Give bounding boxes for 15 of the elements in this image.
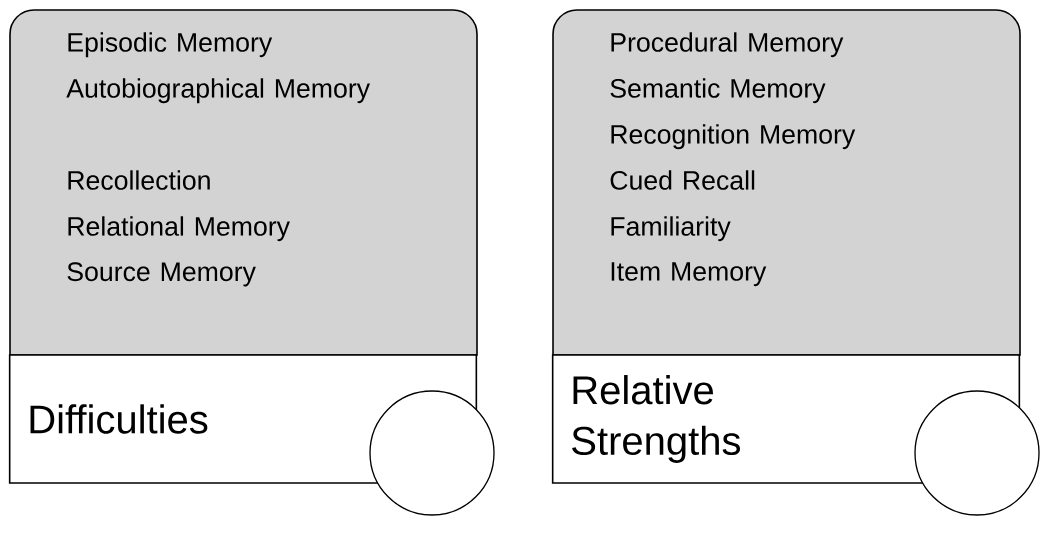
list-item: Item Memory xyxy=(611,262,767,287)
list-item: Recognition Memory xyxy=(611,124,856,150)
list-item: Autobiographical Memory xyxy=(66,78,370,104)
list-item: Familiarity xyxy=(611,216,731,242)
list-item: Recollection xyxy=(68,170,210,190)
list-item: Episodic Memory xyxy=(68,32,273,58)
circle xyxy=(914,390,1040,516)
memory-panel xyxy=(9,9,478,356)
list-item: Relational Memory xyxy=(68,216,290,242)
circle xyxy=(369,390,495,516)
list-item: Cued Recall xyxy=(610,170,755,190)
list-item: Procedural Memory xyxy=(611,32,844,58)
list-item: Semantic Memory xyxy=(610,78,826,104)
memory-panel xyxy=(552,9,1021,356)
list-item: Source Memory xyxy=(67,262,256,287)
